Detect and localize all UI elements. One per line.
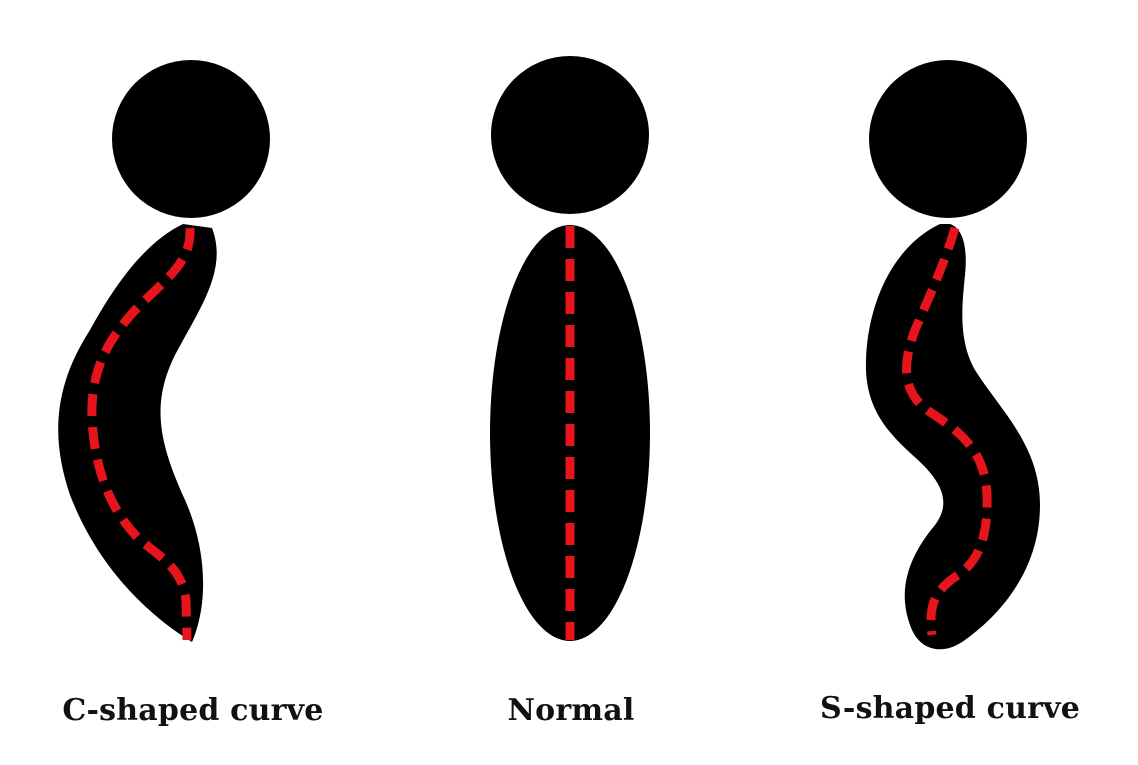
caption-normal: Normal bbox=[507, 693, 634, 728]
figure-c-shaped bbox=[58, 60, 270, 642]
s-shaped-spine-line bbox=[902, 226, 992, 636]
figure-s-shaped bbox=[865, 60, 1040, 650]
caption-s-shaped: S-shaped curve bbox=[820, 691, 1080, 726]
c-shaped-head bbox=[112, 60, 270, 218]
c-shaped-body bbox=[58, 224, 217, 642]
caption-c-shaped: C-shaped curve bbox=[62, 693, 323, 728]
s-shaped-body bbox=[865, 224, 1040, 650]
c-shaped-spine-line bbox=[87, 227, 195, 641]
normal-head bbox=[491, 56, 649, 214]
figure-normal bbox=[490, 56, 650, 641]
s-shaped-head bbox=[869, 60, 1027, 218]
